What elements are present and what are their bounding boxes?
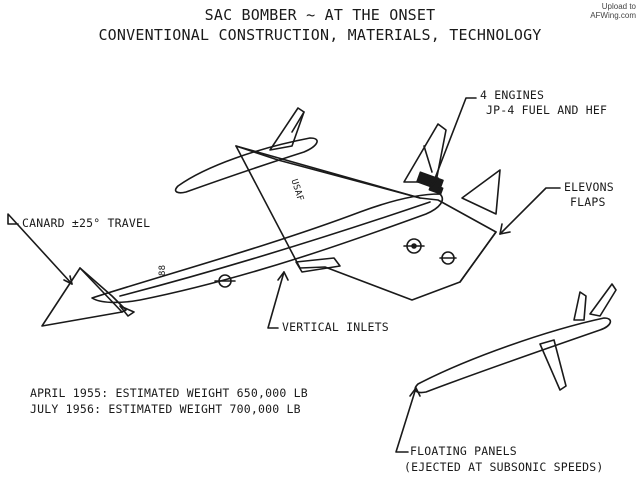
watermark: Upload to AFWing.com: [590, 2, 636, 20]
label-floating-panels: FLOATING PANELS: [410, 444, 517, 458]
right-wingtip-fin: [461, 169, 501, 215]
roundel-fuselage: [214, 274, 236, 288]
diagram-title: SAC BOMBER ~ AT THE ONSET: [204, 6, 436, 24]
label-elevons: ELEVONS: [564, 180, 614, 194]
leader-floating-panels: [395, 387, 421, 453]
upper-floating-panel: [174, 137, 318, 194]
main-wing: [235, 145, 497, 301]
wing-centerline: [235, 145, 421, 199]
diagram-subtitle: CONVENTIONAL CONSTRUCTION, MATERIALS, TE…: [98, 26, 542, 44]
roundel-right-wing: [439, 251, 457, 265]
canard-hinge: [79, 267, 123, 313]
label-engines: 4 ENGINES: [480, 88, 545, 102]
upper-panel-fin-b: [291, 111, 305, 133]
weight-note-1955: APRIL 1955: ESTIMATED WEIGHT 650,000 LB: [30, 386, 308, 400]
canard: [41, 267, 127, 327]
label-canard: CANARD ±25° TRAVEL: [22, 216, 151, 230]
engine-nozzle: [428, 183, 444, 195]
leader-canard: [7, 213, 73, 285]
label-floating-panels-note: (EJECTED AT SUBSONIC SPEEDS): [404, 460, 604, 474]
marking-nose-code: 88: [158, 264, 168, 276]
inlet-shape: [295, 257, 341, 273]
roundel-wing: [403, 238, 425, 254]
fin-rudder: [423, 145, 433, 173]
watermark-line2: AFWing.com: [590, 11, 636, 20]
label-flaps: FLAPS: [570, 195, 606, 209]
watermark-line1: Upload to: [601, 2, 636, 11]
leader-elevons: [499, 187, 561, 235]
fuselage: [91, 193, 444, 304]
leader-vertical-inlets: [267, 271, 289, 329]
lower-panel-fin-b: [589, 283, 617, 317]
canard-tip: [119, 305, 135, 317]
weight-note-1956: JULY 1956: ESTIMATED WEIGHT 700,000 LB: [30, 402, 301, 416]
wing-trailing-detail: [459, 231, 497, 283]
label-engines-fuel: JP-4 FUEL AND HEF: [486, 103, 608, 117]
lower-panel-lower-fin: [539, 339, 567, 391]
leader-engines: [427, 97, 477, 187]
label-vertical-inlets: VERTICAL INLETS: [282, 320, 389, 334]
lower-floating-panel: [414, 317, 612, 394]
fuselage-centerline: [119, 201, 431, 297]
lower-panel-fin: [573, 291, 587, 321]
